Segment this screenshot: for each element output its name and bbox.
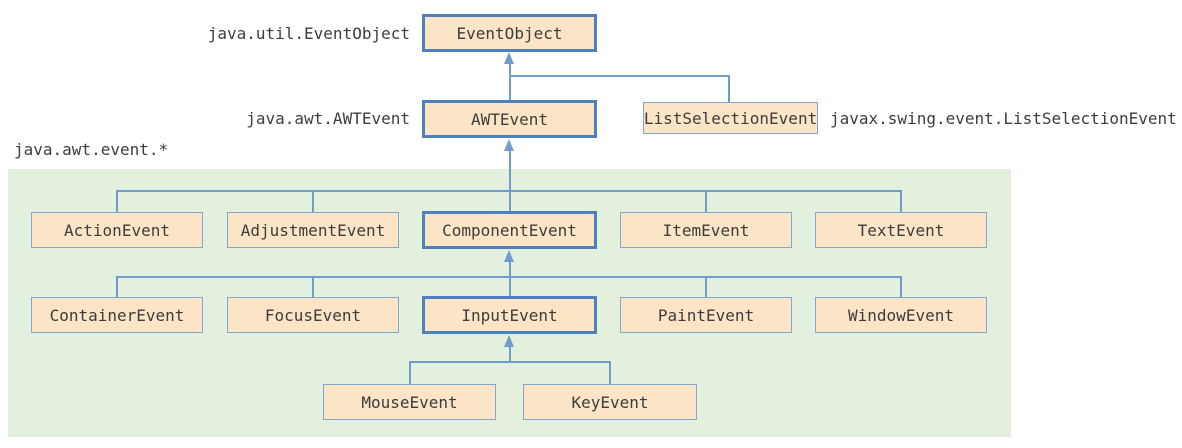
bus-line-row2 bbox=[116, 276, 902, 278]
bus-line-row3 bbox=[408, 361, 611, 363]
node-adjustmentevent: AdjustmentEvent bbox=[227, 212, 399, 248]
label-javax-swing-event-listselectionevent: javax.swing.event.ListSelectionEvent bbox=[830, 109, 1177, 128]
connector-line bbox=[900, 190, 902, 212]
bus-line-row1 bbox=[116, 190, 902, 192]
connector-line bbox=[705, 276, 707, 297]
node-eventobject: EventObject bbox=[422, 14, 597, 52]
connector-line bbox=[508, 262, 511, 296]
arrowhead-to-eventobject bbox=[504, 52, 514, 64]
connector-line bbox=[116, 190, 118, 212]
connector-line bbox=[116, 276, 118, 297]
connector-line bbox=[609, 361, 611, 384]
node-paintevent: PaintEvent bbox=[620, 297, 792, 333]
connector-line bbox=[728, 75, 730, 103]
connector-line bbox=[900, 276, 902, 297]
node-itemevent: ItemEvent bbox=[620, 212, 792, 248]
connector-line bbox=[508, 347, 511, 362]
connector-line bbox=[312, 190, 314, 212]
node-actionevent: ActionEvent bbox=[31, 212, 203, 248]
connector-line bbox=[312, 276, 314, 297]
connector-line bbox=[508, 75, 730, 77]
label-java-util-eventobject: java.util.EventObject bbox=[207, 24, 410, 43]
node-listselectionevent: ListSelectionEvent bbox=[643, 102, 818, 134]
node-componentevent: ComponentEvent bbox=[422, 211, 597, 249]
arrowhead-to-inputevent bbox=[504, 335, 514, 347]
arrowhead-to-awtevent bbox=[504, 139, 514, 151]
package-label: java.awt.event.* bbox=[14, 140, 169, 159]
node-windowevent: WindowEvent bbox=[815, 297, 987, 333]
label-java-awt-awtevent: java.awt.AWTEvent bbox=[246, 109, 410, 128]
node-inputevent: InputEvent bbox=[422, 296, 597, 334]
connector-line bbox=[705, 190, 707, 212]
node-mouseevent: MouseEvent bbox=[323, 384, 496, 420]
node-textevent: TextEvent bbox=[815, 212, 987, 248]
node-keyevent: KeyEvent bbox=[523, 384, 697, 420]
connector-line bbox=[508, 63, 511, 100]
connector-line bbox=[508, 151, 511, 211]
arrowhead-to-componentevent bbox=[504, 250, 514, 262]
connector-line bbox=[408, 361, 411, 384]
node-awtevent: AWTEvent bbox=[422, 100, 597, 138]
node-focusevent: FocusEvent bbox=[227, 297, 399, 333]
node-containerevent: ContainerEvent bbox=[31, 297, 203, 333]
